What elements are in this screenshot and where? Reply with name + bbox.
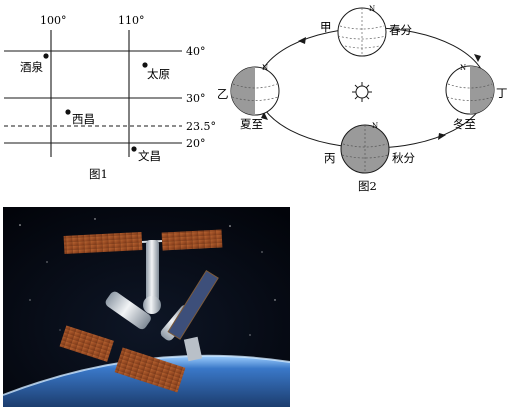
city-dot-taiyuan [142,62,148,68]
lon-label-100: 100° [40,14,67,27]
term-label-summer-solstice: 夏至 [240,117,263,131]
figure-1-map: 100° 110° 40° 30° 23.5° 20° 酒泉 太原 西昌 文昌 … [4,14,216,181]
sun-icon [352,82,372,102]
lat-label-40: 40° [186,45,206,58]
space-station-photo [2,207,291,407]
solar-array-right-long [167,269,219,340]
figure-1-caption: 图1 [89,167,108,181]
space-station [59,229,223,393]
lat-label-30: 30° [186,92,206,105]
city-dot-jiuquan [43,53,49,59]
term-label-autumn-equinox: 秋分 [392,151,415,165]
figure-2-orbit: N 甲 春分 N 乙 夏至 N 丙 秋分 N 丁 冬至 图 [217,5,508,193]
orbit-arrow-bottom [438,133,446,140]
earth-autumn-equinox: N [340,122,390,174]
figure-2-caption: 图2 [358,179,377,193]
orbit-arrows [261,37,481,140]
orbit-arrow-top [298,37,306,44]
orbit-arrow-left [261,112,268,120]
lat-label-23-5: 23.5° [186,120,216,133]
lat-label-20: 20° [186,137,206,150]
earth-winter-solstice: N [445,64,495,115]
lon-label-110: 110° [118,14,145,27]
pole-marker-ding: N [460,64,466,72]
city-label-taiyuan: 太原 [147,67,170,81]
solar-array-lower-left [59,325,114,362]
term-label-winter-solstice: 冬至 [453,117,476,131]
solar-array-top-right [161,229,223,251]
position-label-yi: 乙 [217,87,229,101]
lab-module-left [105,291,151,330]
position-label-ding: 丁 [496,86,508,100]
pole-marker-bing: N [372,122,378,130]
term-label-spring-equinox: 春分 [389,23,412,37]
city-label-xichang: 西昌 [72,112,95,126]
city-label-wenchang: 文昌 [138,149,161,163]
city-dot-xichang [65,109,71,115]
earth-spring-equinox: N [337,5,387,57]
core-module [146,240,159,302]
city-dot-wenchang [131,146,137,152]
position-label-jia: 甲 [320,20,332,34]
position-label-bing: 丙 [324,151,336,165]
city-label-jiuquan: 酒泉 [20,60,43,74]
solar-array-top-left [63,231,143,255]
map-grid [4,30,182,157]
pole-marker-yi: N [262,64,268,72]
pole-marker-jia: N [369,5,375,13]
solar-array-lower-right [114,347,186,393]
orbit-arrow-right [474,54,481,62]
earth-summer-solstice: N [230,64,280,116]
